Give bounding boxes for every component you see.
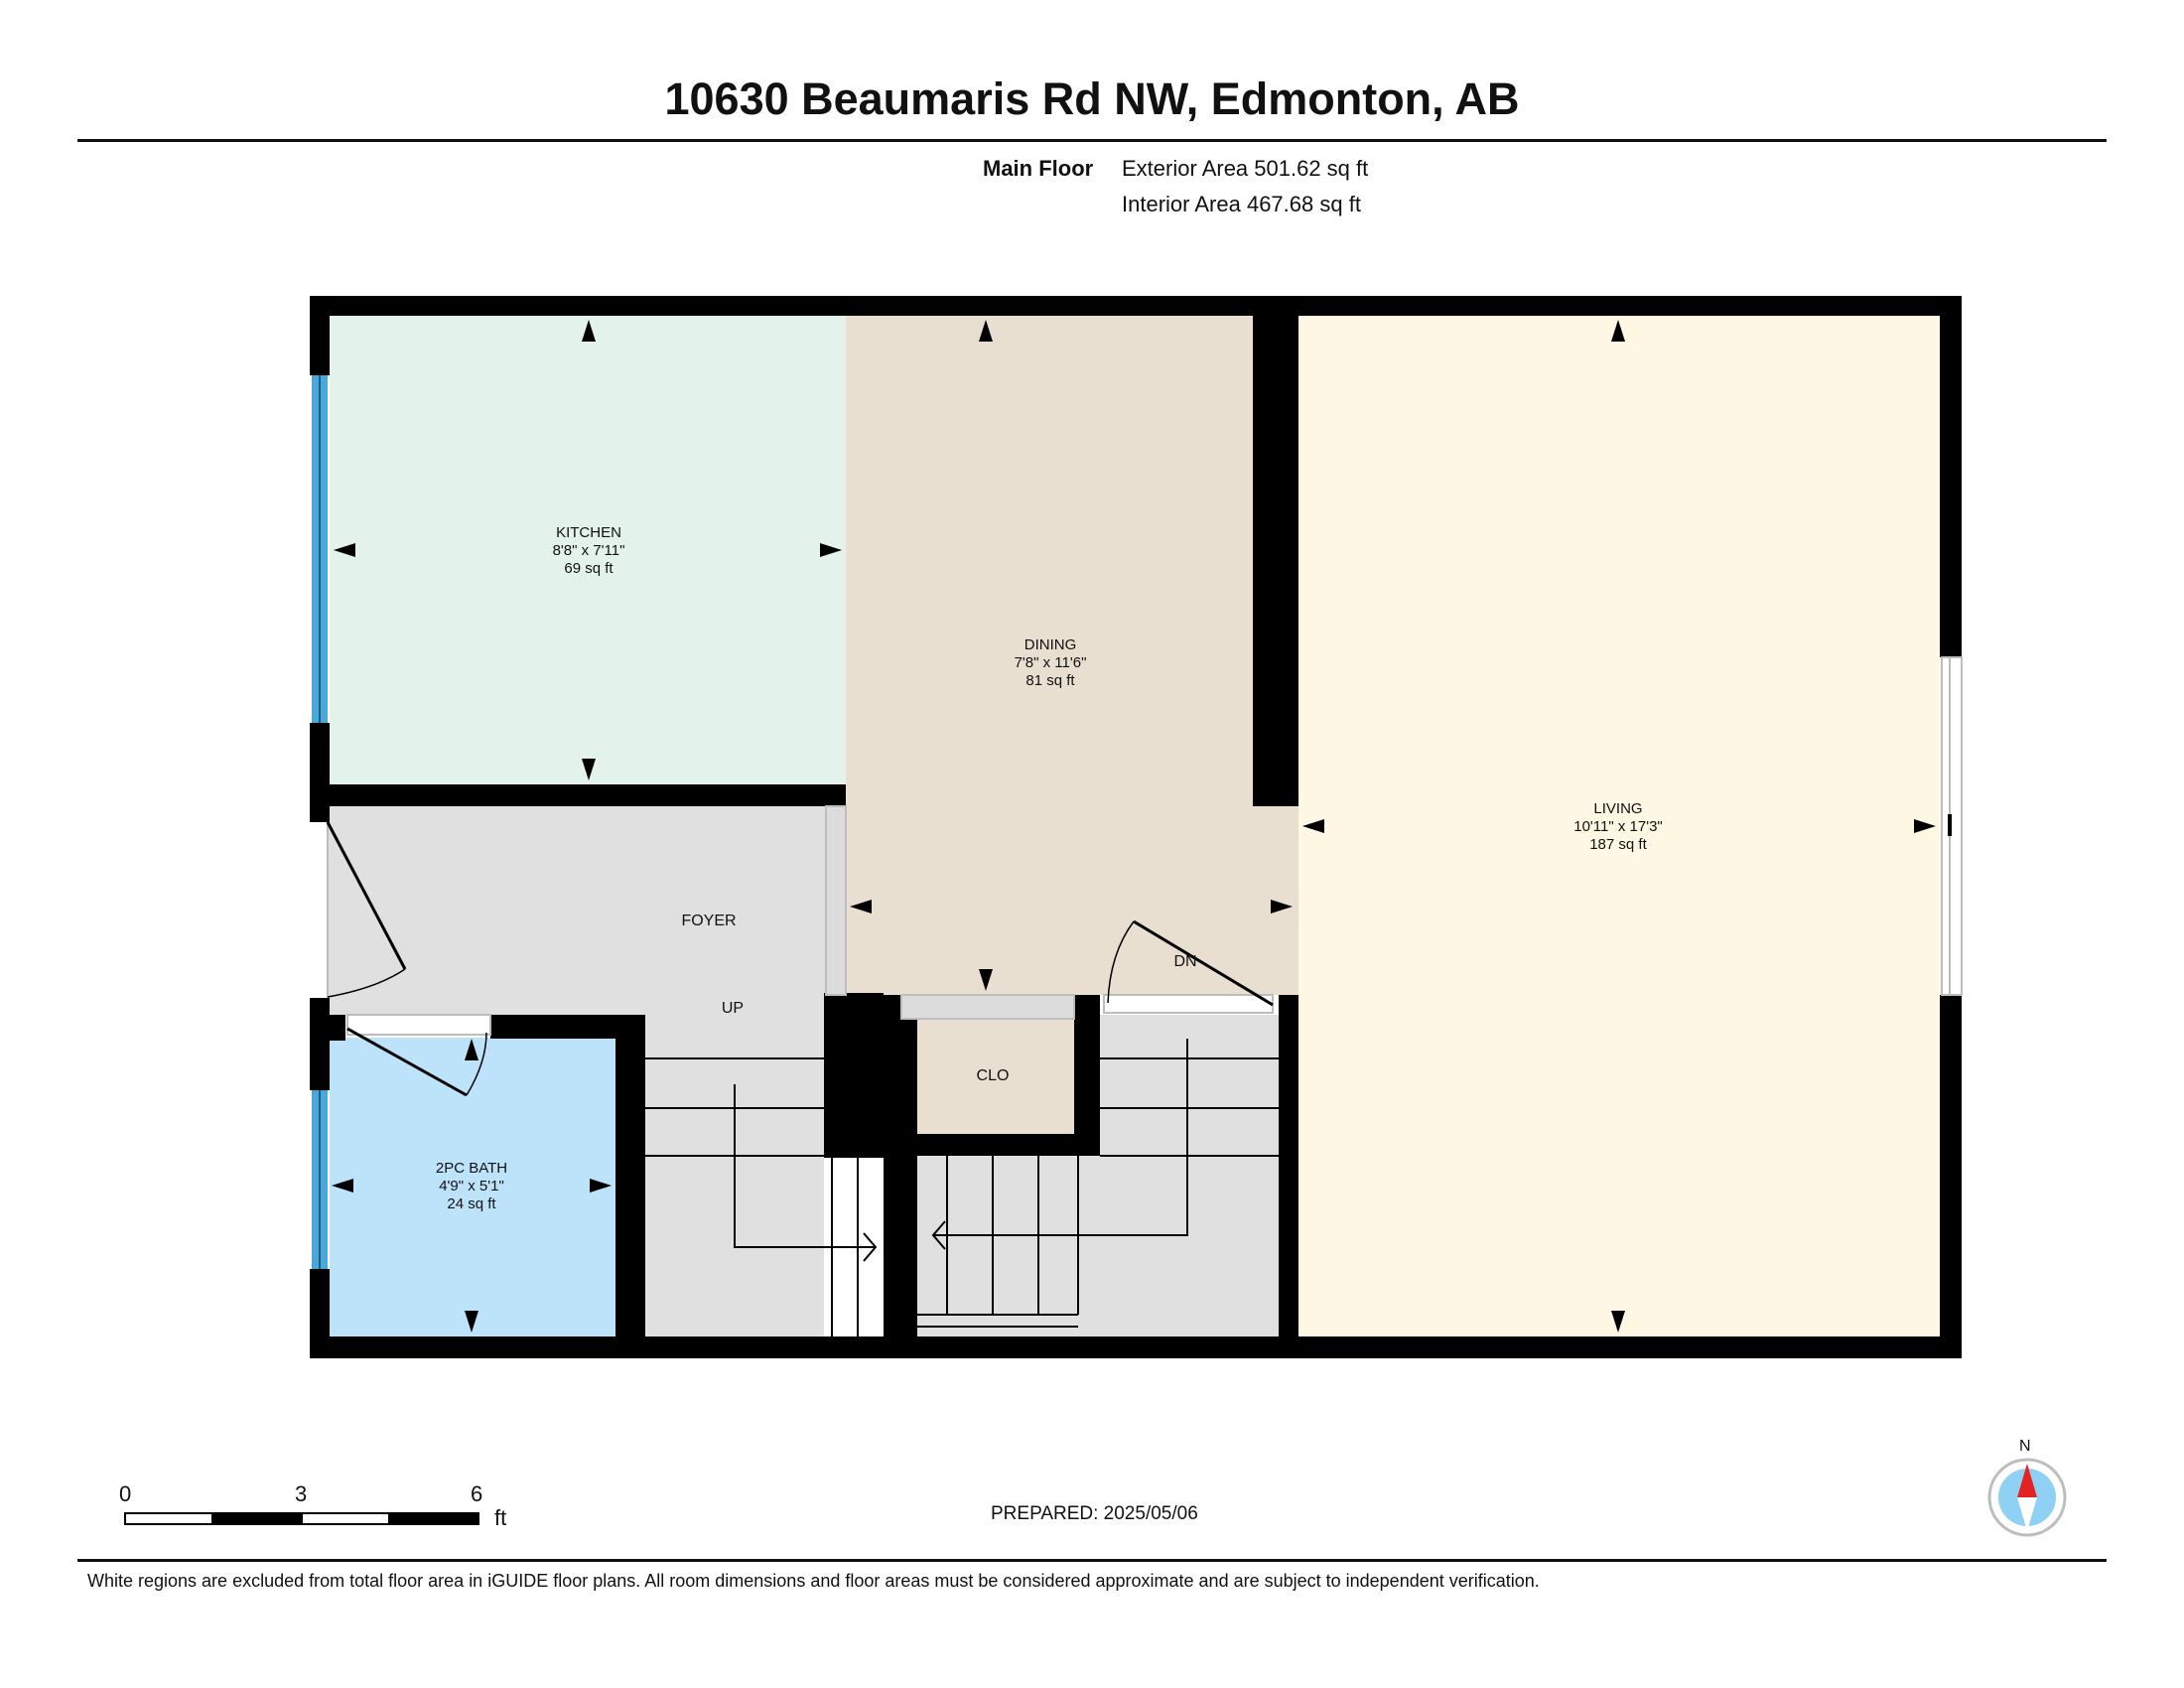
dining-fill: [846, 316, 1253, 995]
dimension-arrows: [332, 320, 1936, 1333]
disclaimer: White regions are excluded from total fl…: [87, 1571, 1540, 1591]
room-kitchen: KITCHEN 8'8" x 7'11" 69 sq ft: [489, 524, 688, 578]
room-name: KITCHEN: [556, 524, 621, 541]
room-dimensions: 10'11" x 17'3": [1573, 818, 1663, 835]
stairs-down-label: DN: [1173, 953, 1197, 970]
room-area: 24 sq ft: [447, 1196, 496, 1212]
room-area: 69 sq ft: [564, 560, 614, 577]
room-dining: DINING 7'8" x 11'6" 81 sq ft: [951, 636, 1150, 690]
stairs-up-label: UP: [721, 1000, 745, 1017]
windows: [310, 375, 1963, 1269]
floor-label: Main Floor: [983, 156, 1094, 181]
foyer-fill: [328, 804, 846, 1015]
prepared-date: PREPARED: 2025/05/06: [991, 1503, 1198, 1524]
scale-tick-0: 0: [119, 1481, 132, 1506]
footer-divider: [77, 1559, 2107, 1562]
scale-tick-6: 6: [471, 1481, 483, 1506]
interior-area: Interior Area 467.68 sq ft: [1122, 192, 1361, 216]
scale-tick-3: 3: [295, 1481, 308, 1506]
room-name: LIVING: [1593, 800, 1643, 817]
page-title: 10630 Beaumaris Rd NW, Edmonton, AB: [664, 73, 1520, 124]
header-divider: [77, 139, 2107, 142]
room-living: LIVING 10'11" x 17'3" 187 sq ft: [1519, 800, 1717, 854]
room-closet: CLO: [976, 1067, 1010, 1084]
living-fill: [1298, 316, 1940, 1336]
room-area: 187 sq ft: [1589, 836, 1647, 853]
closet-fill: [917, 1019, 1074, 1134]
openings: [327, 805, 1274, 1036]
compass-north-label: N: [2019, 1438, 2031, 1455]
dining-opening-fill: [1253, 806, 1298, 995]
stairs: [645, 1039, 1279, 1336]
exterior-area: Exterior Area 501.62 sq ft: [1122, 156, 1369, 181]
room-bath: 2PC BATH 4'9" x 5'1" 24 sq ft: [372, 1160, 571, 1213]
room-dimensions: 8'8" x 7'11": [552, 542, 625, 559]
room-dimensions: 7'8" x 11'6": [1014, 654, 1087, 671]
room-name: 2PC BATH: [435, 1160, 508, 1177]
room-dimensions: 4'9" x 5'1": [439, 1178, 504, 1195]
compass-icon: [1987, 1458, 2067, 1537]
scale-unit: ft: [494, 1505, 507, 1530]
doors: [326, 821, 1274, 1097]
room-area: 81 sq ft: [1025, 672, 1075, 689]
scale-bar: [124, 1512, 479, 1525]
room-name: DINING: [1024, 636, 1077, 653]
kitchen-fill: [328, 316, 846, 784]
room-foyer: FOYER: [681, 913, 737, 929]
